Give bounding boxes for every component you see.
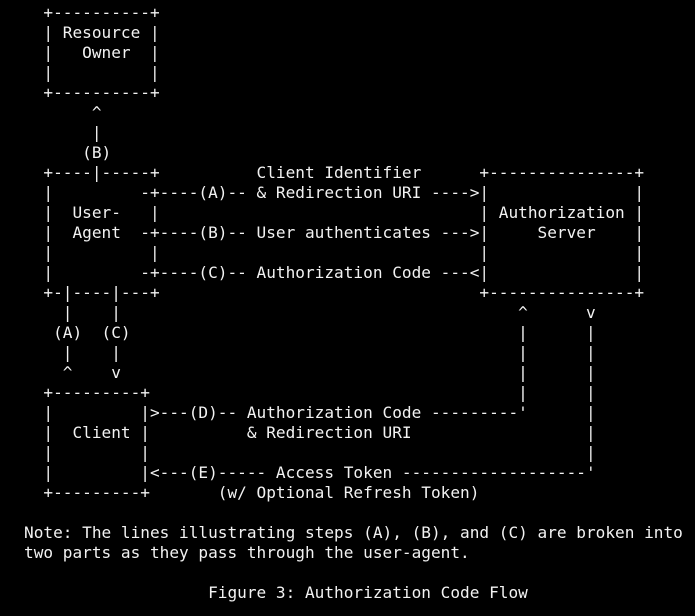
diagram-line-01: +----------+ <box>24 3 160 22</box>
diagram-line-23: | | | <box>24 443 596 462</box>
diagram-line-19: ^ v | | <box>24 363 596 382</box>
diagram-line-06: ^ <box>24 103 102 122</box>
diagram-line-09: +----|-----+ Client Identifier +--------… <box>24 163 645 182</box>
diagram-line-24: | |<---(E)----- Access Token -----------… <box>24 463 596 482</box>
diagram-line-17: (A) (C) | | <box>24 323 596 342</box>
figure-caption: Figure 3: Authorization Code Flow <box>24 583 528 602</box>
diagram-line-21: | |>---(D)-- Authorization Code --------… <box>24 403 596 422</box>
diagram-line-20: +---------+ | | <box>24 383 596 402</box>
diagram-line-14: | -+----(C)-- Authorization Code ---<| | <box>24 263 645 282</box>
diagram-line-07: | <box>24 123 102 142</box>
diagram-line-05: +----------+ <box>24 83 160 102</box>
diagram-line-08: (B) <box>24 143 112 162</box>
diagram-line-22: | Client | & Redirection URI | <box>24 423 596 442</box>
diagram-line-25: +---------+ (w/ Optional Refresh Token) <box>24 483 480 502</box>
note-line-2: two parts as they pass through the user-… <box>24 543 470 562</box>
diagram-line-04: | | <box>24 63 160 82</box>
diagram-line-12: | Agent -+----(B)-- User authenticates -… <box>24 223 645 242</box>
diagram-line-02: | Resource | <box>24 23 160 42</box>
diagram-line-03: | Owner | <box>24 43 160 62</box>
diagram-line-10: | -+----(A)-- & Redirection URI ---->| | <box>24 183 645 202</box>
diagram-line-16: | | ^ v <box>24 303 596 322</box>
diagram-line-11: | User- | | Authorization | <box>24 203 645 222</box>
note-line-1: Note: The lines illustrating steps (A), … <box>24 523 683 542</box>
diagram-line-15: +-|----|---+ +---------------+ <box>24 283 645 302</box>
diagram-line-18: | | | | <box>24 343 596 362</box>
diagram-line-13: | | | | <box>24 243 645 262</box>
